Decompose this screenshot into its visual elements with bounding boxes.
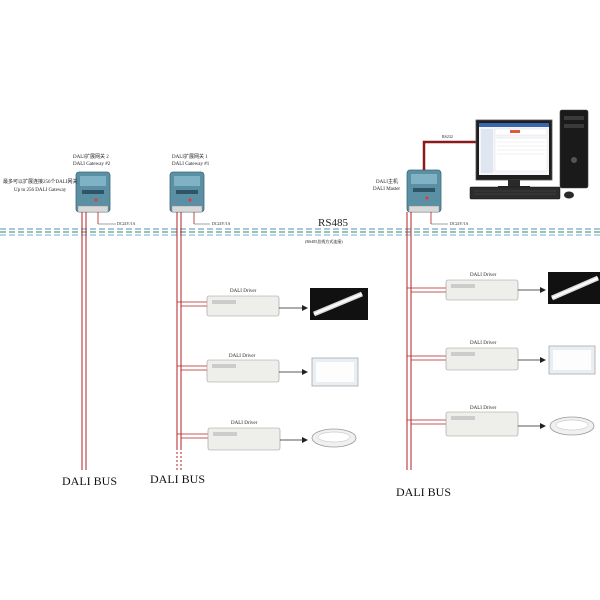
bus3-driver-2-label: DALI Driver [470, 341, 497, 346]
bus3-driver-1 [407, 279, 546, 301]
dali-master [406, 169, 442, 213]
bus2-downlight [311, 428, 357, 448]
rs485-label: RS485 [318, 217, 348, 229]
rs232-label: RS232 [442, 134, 453, 139]
gateway-2-name-cn: DALI扩展网关 2 [73, 153, 109, 160]
dali-bus-1 [81, 212, 87, 470]
master-name-en: DALI Master [373, 187, 400, 192]
computer [469, 109, 589, 200]
dali-bus-label-2: DALI BUS [150, 472, 205, 486]
gateway-2-power: DC24V/1A [117, 221, 136, 226]
bus3-driver-3-label: DALI Driver [470, 406, 497, 411]
dali-bus-2 [176, 212, 182, 470]
dali-bus-label-3: DALI BUS [396, 485, 451, 499]
bus2-driver-1-label: DALI Driver [230, 289, 257, 294]
bus3-tube-light [548, 272, 600, 304]
gateway-1 [169, 171, 205, 213]
bus3-downlight [549, 416, 595, 436]
master-power: DC24V/1A [450, 221, 469, 226]
bus3-driver-1-label: DALI Driver [470, 273, 497, 278]
bus2-driver-3 [177, 427, 308, 451]
gateway-1-power: DC24V/1A [212, 221, 231, 226]
expand-note-line1: 最多可以扩展连接256个DALI网关 [3, 178, 77, 185]
rs485-note: (RS485总线方式连接) [305, 238, 343, 244]
bus2-driver-3-label: DALI Driver [231, 421, 258, 426]
dali-bus-3 [406, 212, 412, 470]
bus2-driver-1 [177, 295, 308, 317]
gateway-2-name-en: DALI Gateway #2 [73, 162, 111, 167]
expand-note-line2: Up to 256 DALI Gateway [14, 188, 67, 193]
rs485-bus [0, 228, 600, 236]
bus3-driver-3 [407, 411, 546, 437]
bus2-driver-2 [177, 359, 308, 383]
master-name-cn: DALI主机 [376, 178, 398, 185]
gateway-1-name-cn: DALI扩展网关 1 [172, 153, 208, 160]
bus2-driver-2-label: DALI Driver [229, 354, 256, 359]
bus2-panel-light [311, 357, 359, 387]
bus3-panel-light [548, 345, 596, 375]
gateway-1-name-en: DALI Gateway #1 [172, 162, 210, 167]
gateway-2 [75, 171, 111, 213]
bus2-tube-light [310, 288, 368, 320]
bus3-driver-2 [407, 347, 546, 371]
rs232-cable [422, 140, 476, 170]
dali-bus-label-1: DALI BUS [62, 474, 117, 488]
